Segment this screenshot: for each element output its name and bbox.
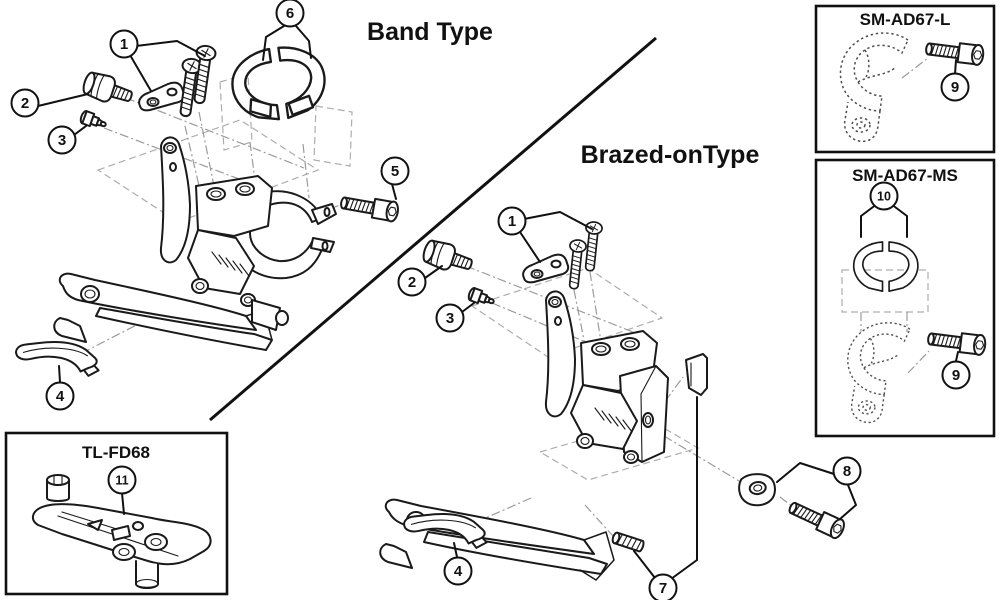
svg-text:9: 9 bbox=[952, 367, 960, 384]
callout-tl-fd68-11: 11 bbox=[107, 465, 137, 495]
brazed-on-assembly bbox=[379, 220, 848, 581]
svg-text:1: 1 bbox=[508, 213, 516, 230]
brazed-derailleur-body bbox=[379, 290, 669, 581]
band-skid-plate bbox=[14, 338, 101, 378]
callout-sm-ad67-l-9: 9 bbox=[940, 72, 970, 102]
callout-band-3: 3 bbox=[47, 125, 77, 155]
band-clamp-band bbox=[226, 40, 331, 127]
callout-sm-ad67-ms-9: 9 bbox=[941, 360, 971, 390]
tl-fd68-box: TL-FD68 bbox=[4, 431, 229, 596]
callout-brazed-2: 2 bbox=[397, 267, 427, 297]
svg-text:1: 1 bbox=[120, 36, 128, 53]
callouts: 1 2 3 4 5 6 1 2 3 4 7 8 9 10 9 11 bbox=[10, 0, 971, 600]
band-type-assembly bbox=[14, 40, 401, 378]
brazed-support-bolt bbox=[419, 236, 477, 279]
callout-brazed-3: 3 bbox=[435, 303, 465, 333]
brazed-fixing-bolt bbox=[785, 496, 848, 542]
svg-text:2: 2 bbox=[408, 274, 416, 291]
svg-text:6: 6 bbox=[286, 5, 294, 22]
sm-ad67-ms-title: SM-AD67-MS bbox=[852, 166, 958, 185]
svg-text:9: 9 bbox=[951, 79, 959, 96]
band-derailleur-body bbox=[53, 136, 337, 351]
svg-text:5: 5 bbox=[391, 163, 399, 180]
callout-brazed-1: 1 bbox=[497, 206, 527, 236]
sm-ad67-ms-box: SM-AD67-MS bbox=[814, 158, 996, 438]
svg-text:8: 8 bbox=[843, 463, 851, 480]
sm-ad67-l-title: SM-AD67-L bbox=[860, 10, 951, 29]
tl-fd68-title: TL-FD68 bbox=[82, 443, 150, 462]
callout-sm-ad67-ms-10: 10 bbox=[869, 181, 899, 211]
band-type-title: Band Type bbox=[367, 18, 493, 46]
callout-brazed-7: 7 bbox=[648, 573, 678, 600]
callout-band-2: 2 bbox=[10, 88, 40, 118]
brazed-nut bbox=[738, 473, 776, 507]
brazed-stud bbox=[611, 531, 645, 553]
callout-band-4: 4 bbox=[45, 381, 75, 411]
brazed-backup-plate bbox=[522, 253, 570, 284]
svg-text:2: 2 bbox=[21, 95, 29, 112]
divider-line bbox=[209, 36, 657, 422]
callout-band-1: 1 bbox=[109, 29, 139, 59]
band-clamp-bolt bbox=[338, 191, 401, 224]
svg-text:4: 4 bbox=[454, 563, 463, 580]
tl-fd68-tool bbox=[32, 474, 212, 590]
svg-text:3: 3 bbox=[58, 132, 66, 149]
callout-band-5: 5 bbox=[380, 156, 410, 186]
svg-text:11: 11 bbox=[115, 474, 128, 488]
sm-ad67-l-box: SM-AD67-L bbox=[814, 4, 996, 154]
brazed-on-title: Brazed-onType bbox=[581, 141, 760, 169]
band-backup-plate bbox=[138, 81, 186, 112]
svg-text:10: 10 bbox=[877, 190, 891, 204]
svg-text:7: 7 bbox=[659, 580, 667, 597]
brazed-cable-plate bbox=[685, 353, 708, 396]
svg-text:3: 3 bbox=[446, 310, 454, 327]
callout-brazed-8: 8 bbox=[832, 456, 862, 486]
callout-leaders bbox=[37, 25, 959, 580]
band-support-bolt bbox=[79, 68, 137, 111]
brazed-mounting-screw-a bbox=[564, 238, 588, 291]
callout-band-6: 6 bbox=[275, 0, 305, 28]
callout-brazed-4: 4 bbox=[443, 556, 473, 586]
svg-text:4: 4 bbox=[56, 388, 65, 405]
